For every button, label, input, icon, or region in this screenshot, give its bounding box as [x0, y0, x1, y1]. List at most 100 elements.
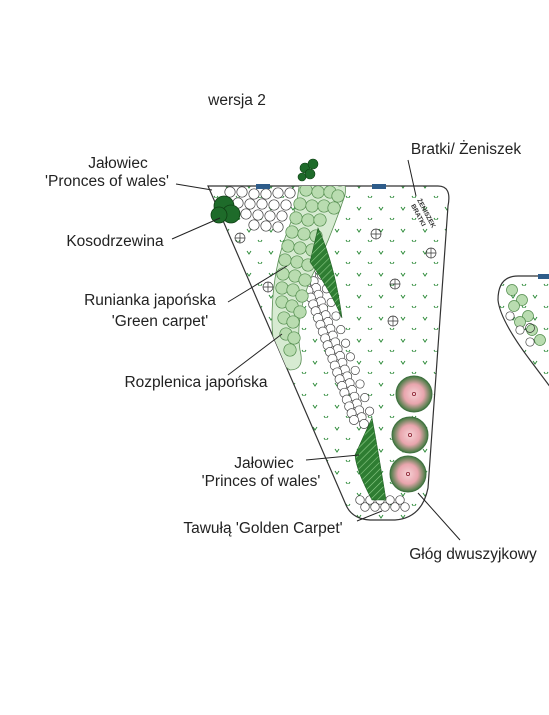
- edge-marker-1: [256, 184, 270, 189]
- runianka-plant: [333, 186, 347, 187]
- runianka-plants: [275, 164, 347, 357]
- label-jalowiec-bottom-variety: 'Princes of wales': [202, 473, 321, 490]
- pebble-strip-bottom: [355, 495, 410, 512]
- label-rozplenica: Rozplenica japońska: [124, 374, 267, 391]
- pebble-icon: [370, 502, 380, 512]
- label-tawula: Tawułą 'Golden Carpet': [183, 520, 342, 537]
- tree-symbol-cross: [371, 229, 381, 239]
- pebble-icon: [336, 325, 346, 335]
- kosodrzewina-shrub: [210, 195, 241, 224]
- tree-symbol-icon: [525, 323, 535, 333]
- pebble-icon: [331, 311, 341, 321]
- runianka-plant: [297, 227, 311, 241]
- runianka-plant: [290, 255, 304, 269]
- jalowiec-top-cluster: [297, 158, 319, 182]
- runianka-plant: [301, 213, 315, 227]
- pebble-icon: [256, 198, 268, 210]
- runianka-plant: [293, 241, 307, 255]
- runianka-plant: [293, 305, 307, 319]
- runianka-plant: [508, 300, 520, 312]
- tree-symbol-cross: [263, 282, 273, 292]
- pebble-icon: [240, 208, 252, 220]
- tree-symbol-cross: [235, 233, 245, 243]
- runianka-plant: [289, 211, 303, 225]
- pebble-icon: [380, 502, 390, 512]
- runianka-plant: [331, 189, 345, 203]
- version-label: wersja 2: [207, 92, 266, 109]
- pebble-icon: [350, 365, 360, 375]
- pebble-icon: [360, 502, 370, 512]
- pebble-icon: [264, 210, 276, 222]
- leader-lines: [171, 159, 461, 541]
- tree-symbol-cross: [388, 316, 398, 326]
- runianka-plant: [285, 225, 299, 239]
- pebble-icon: [280, 199, 292, 211]
- runianka-plant: [506, 284, 518, 296]
- shrub-pink-icon: [395, 375, 433, 413]
- second-garden-bed: [497, 274, 549, 387]
- pebble-icon: [284, 187, 296, 199]
- labels: wersja 2 Jałowiec 'Pronces of wales' Kos…: [45, 92, 537, 563]
- pebble-icon: [341, 338, 351, 348]
- label-runianka-variety: 'Green carpet': [112, 313, 208, 330]
- runianka-plant: [328, 164, 340, 176]
- pebble-icon: [272, 221, 284, 233]
- pebble-icon: [525, 337, 535, 347]
- main-garden-bed: ŻENISZEK BRATKI: [207, 158, 450, 521]
- tawula-wedge: [354, 417, 387, 501]
- pebble-icon: [272, 187, 284, 199]
- runianka-plant: [298, 273, 312, 287]
- shrub-pink-icon: [389, 455, 427, 493]
- runianka-plant: [287, 331, 301, 345]
- pebble-icon: [360, 393, 370, 403]
- runianka-plant: [286, 283, 300, 297]
- pebble-icon: [400, 502, 410, 512]
- runianka-plant: [275, 281, 289, 295]
- pebble-icon: [248, 188, 260, 200]
- label-jalowiec-top: Jałowiec: [88, 155, 148, 172]
- runianka-plant: [278, 253, 292, 267]
- pebble-icon: [224, 186, 236, 198]
- runianka-plant: [327, 201, 341, 215]
- runianka-plant: [295, 289, 309, 303]
- tree-symbol-cross: [426, 248, 436, 258]
- runianka-plant: [516, 294, 528, 306]
- pebble-icon: [236, 186, 248, 198]
- shrub-pink-icon: [391, 416, 429, 454]
- pebble-strip-left: [224, 186, 296, 233]
- pebble-icon: [505, 311, 515, 321]
- runianka-plant: [305, 199, 319, 213]
- pebble-icon: [359, 419, 369, 429]
- pebble-icon: [345, 352, 355, 362]
- pebble-icon: [355, 379, 365, 389]
- runianka-plant: [526, 324, 538, 336]
- pebble-icon: [248, 219, 260, 231]
- runianka-plant: [321, 186, 335, 187]
- label-kosodrzewina: Kosodrzewina: [66, 233, 164, 250]
- tree-symbols: [234, 228, 437, 327]
- pebble-icon: [260, 220, 272, 232]
- pebble-icon: [395, 495, 405, 505]
- label-jalowiec-top-variety: 'Pronces of wales': [45, 173, 169, 190]
- runianka-plant: [283, 343, 297, 357]
- pebble-icon: [365, 406, 375, 416]
- pebble-icon: [349, 415, 359, 425]
- runianka-plant: [534, 334, 546, 346]
- pebble-icon: [252, 209, 264, 221]
- tree-symbol-cross: [390, 279, 400, 289]
- label-bratki: Bratki/ Żeniszek: [411, 140, 522, 158]
- runianka-plant: [281, 239, 295, 253]
- runianka-plant: [313, 213, 327, 227]
- runianka-plant: [522, 310, 534, 322]
- rozplenica-wedge: [309, 227, 343, 319]
- runianka-plant: [311, 186, 325, 199]
- pebble-icon: [355, 495, 365, 505]
- label-runianka: Runianka japońska: [84, 292, 216, 309]
- pebble-icon: [244, 198, 256, 210]
- label-jalowiec-bottom: Jałowiec: [234, 455, 294, 472]
- pebble-icon: [515, 325, 525, 335]
- pebble-icon: [268, 199, 280, 211]
- edge-marker-2: [372, 184, 386, 189]
- runianka-plant: [293, 197, 307, 211]
